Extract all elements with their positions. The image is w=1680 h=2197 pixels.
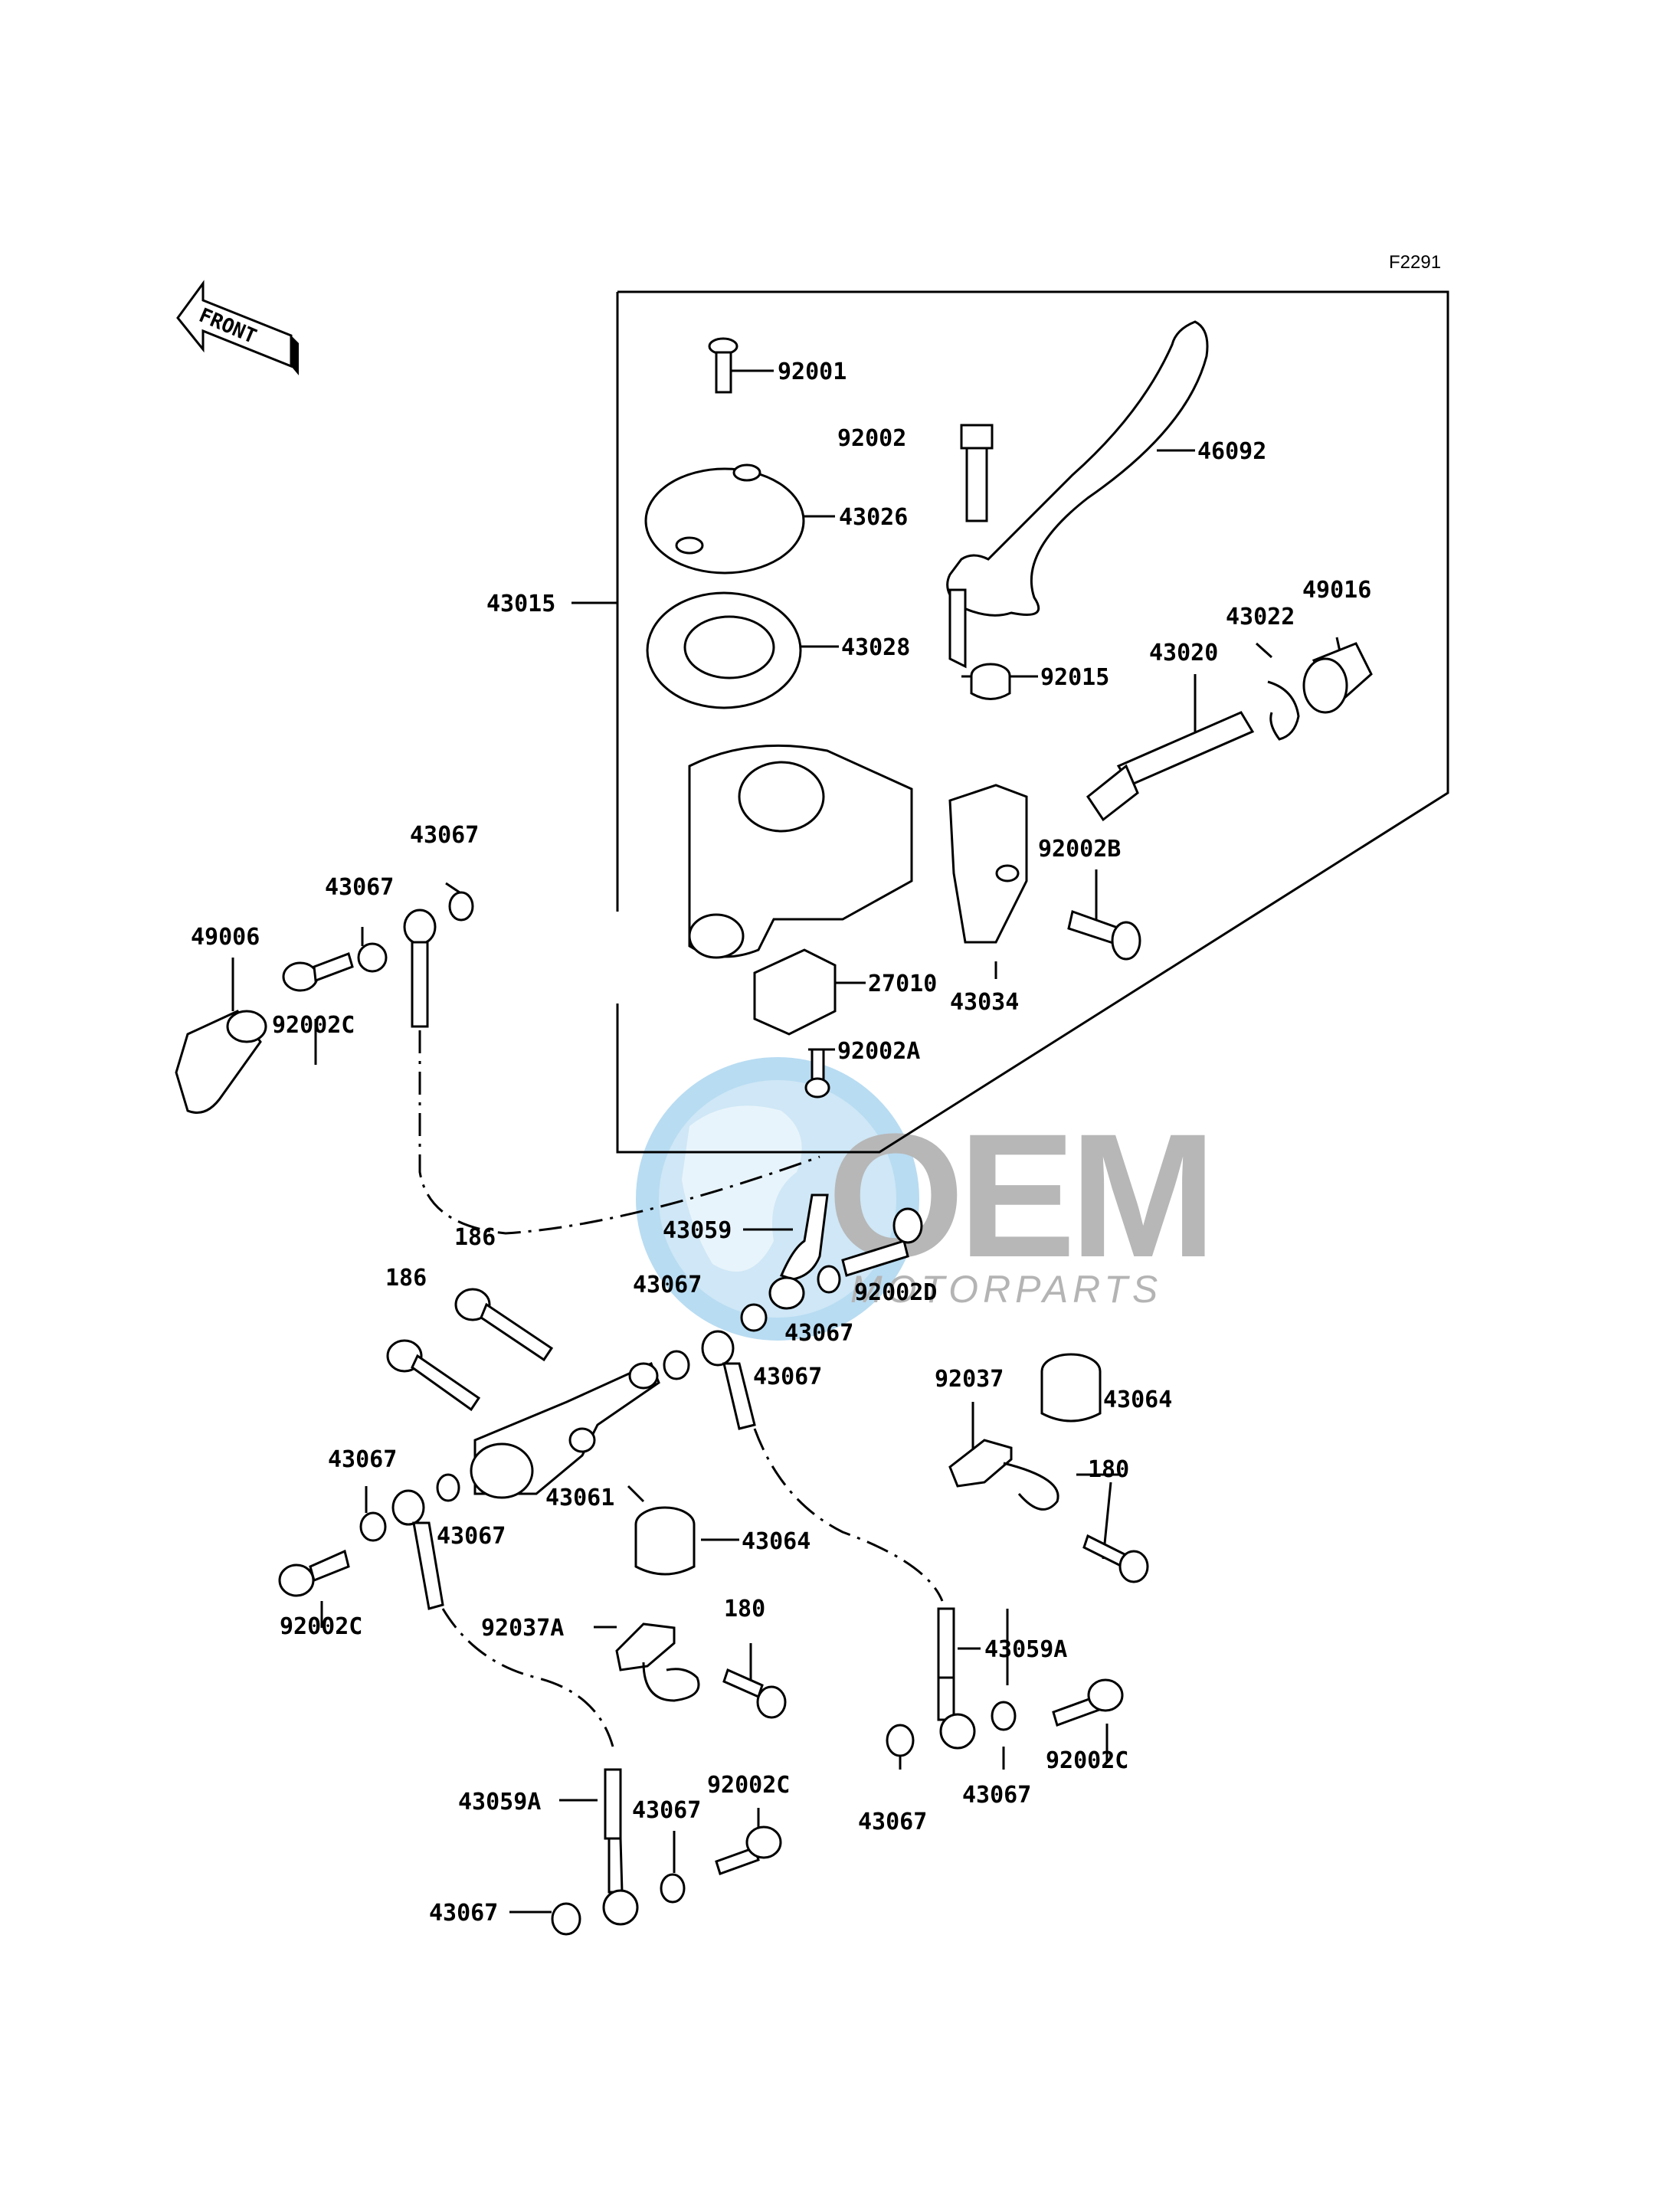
part-joint-43061 bbox=[470, 1361, 660, 1499]
part-bolt-92002b bbox=[1067, 910, 1141, 961]
part-washer-43067-mid-1 bbox=[817, 1265, 841, 1294]
label-43067-top-right: 43067 bbox=[410, 822, 479, 849]
part-bolt-92002d bbox=[841, 1207, 923, 1277]
part-hose-fitting-top bbox=[403, 909, 437, 1028]
label-92002d: 92002D bbox=[854, 1279, 937, 1306]
part-bracket-92037 bbox=[948, 1439, 1059, 1511]
part-switch-27010 bbox=[753, 948, 837, 1036]
master-cylinder-assembly-outline bbox=[571, 290, 1449, 1154]
part-bracket-92037a bbox=[615, 1622, 700, 1702]
part-screw-92002a bbox=[804, 1048, 830, 1098]
brake-hose-paths bbox=[418, 1030, 944, 1747]
part-washer-43067-right-1 bbox=[886, 1724, 915, 1757]
part-washer-43067-left-1 bbox=[359, 1511, 387, 1542]
label-49016: 49016 bbox=[1302, 577, 1371, 604]
label-92002c-left: 92002C bbox=[280, 1613, 362, 1640]
part-washer-43067-bottom-2 bbox=[551, 1902, 581, 1936]
label-186-upper: 186 bbox=[454, 1224, 496, 1251]
label-180-upper: 180 bbox=[1088, 1456, 1129, 1483]
part-washer-43067-bottom-1 bbox=[660, 1873, 686, 1904]
part-nut-92015 bbox=[970, 663, 1011, 700]
part-boot-49016 bbox=[1302, 642, 1373, 714]
label-92002a: 92002A bbox=[837, 1038, 920, 1065]
part-circlip-43022 bbox=[1267, 680, 1300, 741]
label-43015: 43015 bbox=[486, 591, 555, 617]
part-bolt-180-lower bbox=[722, 1668, 787, 1719]
part-master-cylinder-body bbox=[688, 744, 913, 959]
label-43059a-right: 43059A bbox=[984, 1636, 1067, 1663]
label-92002c-bottom: 92002C bbox=[707, 1772, 790, 1799]
part-grommet-43064-lower bbox=[634, 1506, 696, 1576]
part-lever-46092 bbox=[946, 320, 1209, 669]
part-washer-43067-top-1 bbox=[448, 891, 474, 922]
label-43067-left-upper: 43067 bbox=[328, 1446, 397, 1473]
part-bolt-180-upper bbox=[1082, 1534, 1149, 1583]
label-43020: 43020 bbox=[1149, 640, 1218, 666]
label-43061: 43061 bbox=[545, 1485, 614, 1511]
part-hose-43059a-left bbox=[602, 1768, 639, 1926]
label-92002c-top: 92002C bbox=[272, 1012, 355, 1039]
label-92015: 92015 bbox=[1040, 664, 1109, 691]
part-washer-43067-right-2 bbox=[991, 1701, 1017, 1731]
part-bolt-92002c-left bbox=[278, 1549, 350, 1597]
part-clamp-43034 bbox=[948, 784, 1028, 944]
part-hose-fitting-left bbox=[391, 1489, 444, 1610]
label-92002c-right: 92002C bbox=[1046, 1747, 1128, 1774]
label-43067-mid-lower: 43067 bbox=[753, 1364, 822, 1390]
label-43067-top-left: 43067 bbox=[325, 874, 394, 901]
part-labels: 92001 92002 46092 43026 43015 43028 4302… bbox=[191, 359, 1371, 1927]
watermark-tagline: MOTORPARTS bbox=[850, 1268, 1162, 1311]
label-27010: 27010 bbox=[868, 971, 937, 997]
label-43028: 43028 bbox=[841, 634, 910, 661]
front-arrow-icon: FRONT bbox=[176, 280, 299, 375]
part-hose-fitting-mid bbox=[701, 1330, 756, 1430]
label-43059: 43059 bbox=[663, 1217, 732, 1244]
part-hose-43059a-right bbox=[937, 1607, 976, 1750]
label-43064-lower: 43064 bbox=[742, 1528, 811, 1555]
label-43067-bottom-lower: 43067 bbox=[429, 1900, 498, 1927]
label-43067-mid-left: 43067 bbox=[633, 1272, 702, 1298]
label-43064-upper: 43064 bbox=[1103, 1387, 1172, 1413]
part-bolt-92002c-bottom bbox=[715, 1825, 782, 1875]
part-hose-43059 bbox=[768, 1193, 829, 1310]
label-43059a-left: 43059A bbox=[458, 1789, 541, 1816]
part-piston-43020 bbox=[1086, 711, 1255, 822]
part-diaphragm-43028 bbox=[646, 591, 802, 709]
label-186-lower: 186 bbox=[385, 1265, 427, 1292]
figure-code: F2291 bbox=[1389, 252, 1441, 273]
label-49006: 49006 bbox=[191, 924, 260, 951]
label-46092: 46092 bbox=[1197, 438, 1266, 465]
part-cap-43026 bbox=[644, 463, 805, 575]
label-43022: 43022 bbox=[1226, 604, 1295, 630]
label-92002b: 92002B bbox=[1038, 836, 1121, 863]
label-92037a: 92037A bbox=[481, 1615, 564, 1642]
label-92001: 92001 bbox=[778, 359, 847, 385]
label-43067-mid-right: 43067 bbox=[784, 1320, 853, 1347]
label-43067-left-lower: 43067 bbox=[437, 1523, 506, 1550]
part-screw-92001 bbox=[708, 337, 738, 394]
part-washer-43067-mid-3 bbox=[663, 1350, 690, 1380]
part-bolt-186-lower bbox=[386, 1339, 481, 1412]
part-washer-43067-mid-2 bbox=[740, 1303, 768, 1332]
label-43026: 43026 bbox=[839, 504, 908, 531]
label-43067-right-upper: 43067 bbox=[962, 1782, 1031, 1809]
part-pin-92002 bbox=[960, 424, 994, 522]
part-washer-43067-top-2 bbox=[357, 942, 388, 973]
label-92002: 92002 bbox=[837, 425, 906, 452]
part-washer-43067-left-2 bbox=[436, 1473, 460, 1502]
label-92037: 92037 bbox=[935, 1366, 1004, 1393]
part-bolt-92002c-right bbox=[1052, 1678, 1124, 1727]
label-43067-bottom-upper: 43067 bbox=[632, 1797, 701, 1824]
label-180-lower: 180 bbox=[724, 1596, 765, 1622]
part-grommet-43064-upper bbox=[1040, 1353, 1102, 1423]
part-bolt-186-upper bbox=[454, 1288, 554, 1362]
part-cap-49006 bbox=[175, 1010, 267, 1114]
label-43034: 43034 bbox=[950, 989, 1019, 1016]
part-bolt-92002c-top bbox=[282, 952, 354, 992]
label-43067-right-lower: 43067 bbox=[858, 1809, 927, 1835]
